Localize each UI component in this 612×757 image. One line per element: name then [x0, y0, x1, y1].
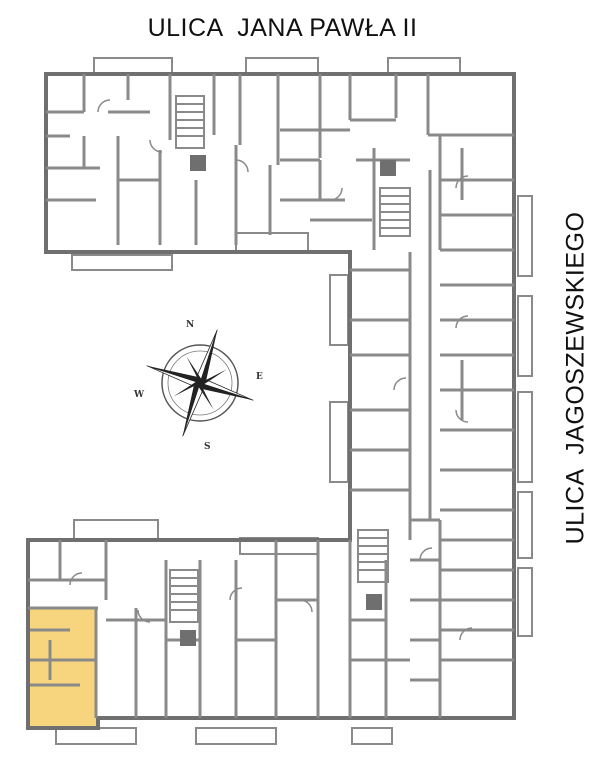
compass-south-label: S: [204, 442, 211, 452]
compass-east-label: E: [256, 372, 263, 382]
interior-walls: [28, 74, 514, 718]
compass-north-label: N: [186, 320, 194, 330]
stairwells[interactable]: [169, 95, 411, 623]
elevator-shafts: [180, 155, 396, 646]
highlighted-apartment[interactable]: [30, 608, 96, 728]
compass-rose: N E S W: [133, 320, 263, 452]
street-label-top: ULICA JANA PAWŁA II: [147, 14, 418, 42]
door-swings: [69, 99, 473, 641]
outer-walls: [26, 72, 516, 730]
compass-west-label: W: [133, 390, 145, 400]
